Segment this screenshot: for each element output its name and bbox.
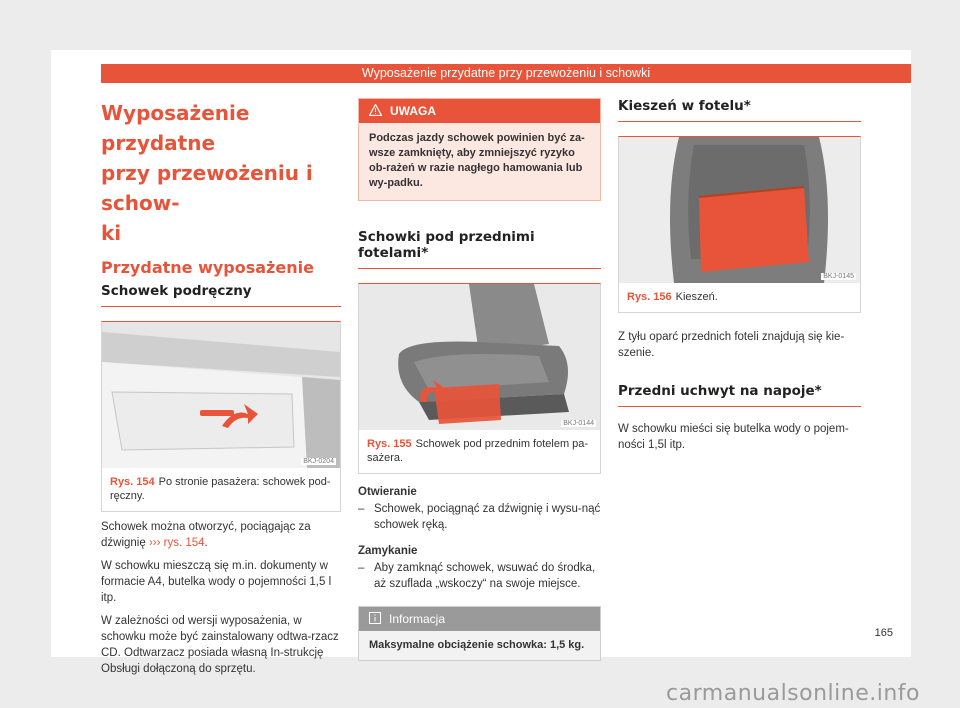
chapter-title-line-1: Wyposażenie przydatne — [101, 101, 250, 155]
list-dash: – — [358, 503, 365, 515]
figure-code: BKJ-0145 — [821, 273, 856, 280]
figure-label: Rys. 156 — [627, 291, 672, 303]
page-number: 165 — [874, 627, 893, 639]
open-label: Otwieranie — [358, 486, 417, 498]
warning-text: Podczas jazdy schowek powinien być za-ws… — [369, 132, 585, 189]
info-box: Informacja Maksymalne obciążenie schowka… — [358, 606, 601, 661]
close-instruction-text: Aby zamknąć schowek, wsuwać do środka, a… — [374, 562, 596, 590]
figure-reference-link[interactable]: ››› rys. 154 — [148, 537, 205, 549]
section-heading-glovebox: Schowek podręczny — [101, 283, 341, 307]
section-heading-seat-pocket: Kieszeń w fotelu* — [618, 98, 861, 122]
paragraph-open-glovebox: Schowek można otworzyć, pociągając za dź… — [101, 519, 341, 551]
warning-box: UWAGA Podczas jazdy schowek powinien być… — [358, 98, 601, 201]
glovebox-image: BKJ-0204 — [102, 322, 340, 468]
info-header: Informacja — [359, 607, 600, 631]
chapter-title-line-2: przy przewożeniu i schow- — [101, 161, 313, 215]
figure-code: BKJ-0144 — [561, 420, 596, 427]
list-dash: – — [358, 562, 365, 574]
open-instruction-text: Schowek, pociągnąć za dźwignię i wysu-ną… — [374, 503, 601, 531]
open-instruction: – Schowek, pociągnąć za dźwignię i wysu-… — [358, 501, 601, 533]
manual-page: Wyposażenie przydatne przy przewożeniu i… — [51, 50, 911, 675]
watermark: carmanualsonline.info — [666, 681, 920, 706]
info-title: Informacja — [389, 612, 446, 626]
chapter-title: Wyposażenie przydatne przy przewożeniu i… — [101, 98, 341, 248]
column-middle: UWAGA Podczas jazdy schowek powinien być… — [358, 98, 601, 661]
figure-caption-text: Kieszeń. — [675, 291, 718, 303]
figure-label: Rys. 155 — [367, 438, 412, 450]
warning-header: UWAGA — [359, 99, 600, 123]
info-text: Maksymalne obciążenie schowka: 1,5 kg. — [369, 639, 585, 651]
info-icon — [369, 611, 381, 627]
figure-code: BKJ-0204 — [301, 458, 336, 465]
warning-triangle-icon — [368, 102, 383, 119]
paragraph-capacity: W schowku mieszczą się m.in. dokumenty w… — [101, 560, 332, 604]
seat-pocket-image: BKJ-0145 — [619, 137, 860, 283]
paragraph-text: Schowek można otworzyć, pociągając za dź… — [101, 521, 311, 549]
section-heading-under-seat: Schowki pod przednimi fotelami* — [358, 229, 601, 269]
column-left: Wyposażenie przydatne przy przewożeniu i… — [101, 98, 341, 677]
chapter-title-line-3: ki — [101, 221, 122, 245]
figure-caption-text: Po stronie pasażera: schowek pod-ręczny. — [110, 476, 331, 502]
close-label: Zamykanie — [358, 545, 418, 557]
paragraph-end: . — [204, 537, 208, 549]
figure-label: Rys. 154 — [110, 476, 155, 488]
warning-title: UWAGA — [390, 104, 436, 118]
paragraph-cd-player: W zależności od wersji wyposażenia, w sc… — [101, 615, 339, 675]
figure-caption-text: Schowek pod przednim fotelem pa-sażera. — [367, 438, 589, 464]
paragraph-cup-holder: W schowku mieści się butelka wody o poje… — [618, 423, 849, 451]
close-instruction: – Aby zamknąć schowek, wsuwać do środka,… — [358, 560, 601, 592]
paragraph-seat-pocket: Z tyłu oparć przednich foteli znajdują s… — [618, 331, 845, 359]
chapter-header: Wyposażenie przydatne przy przewożeniu i… — [101, 64, 911, 83]
section-subtitle: Przydatne wyposażenie — [101, 258, 314, 277]
under-seat-drawer-image: BKJ-0144 — [359, 284, 600, 430]
section-heading-cup-holder: Przedni uchwyt na napoje* — [618, 383, 861, 407]
